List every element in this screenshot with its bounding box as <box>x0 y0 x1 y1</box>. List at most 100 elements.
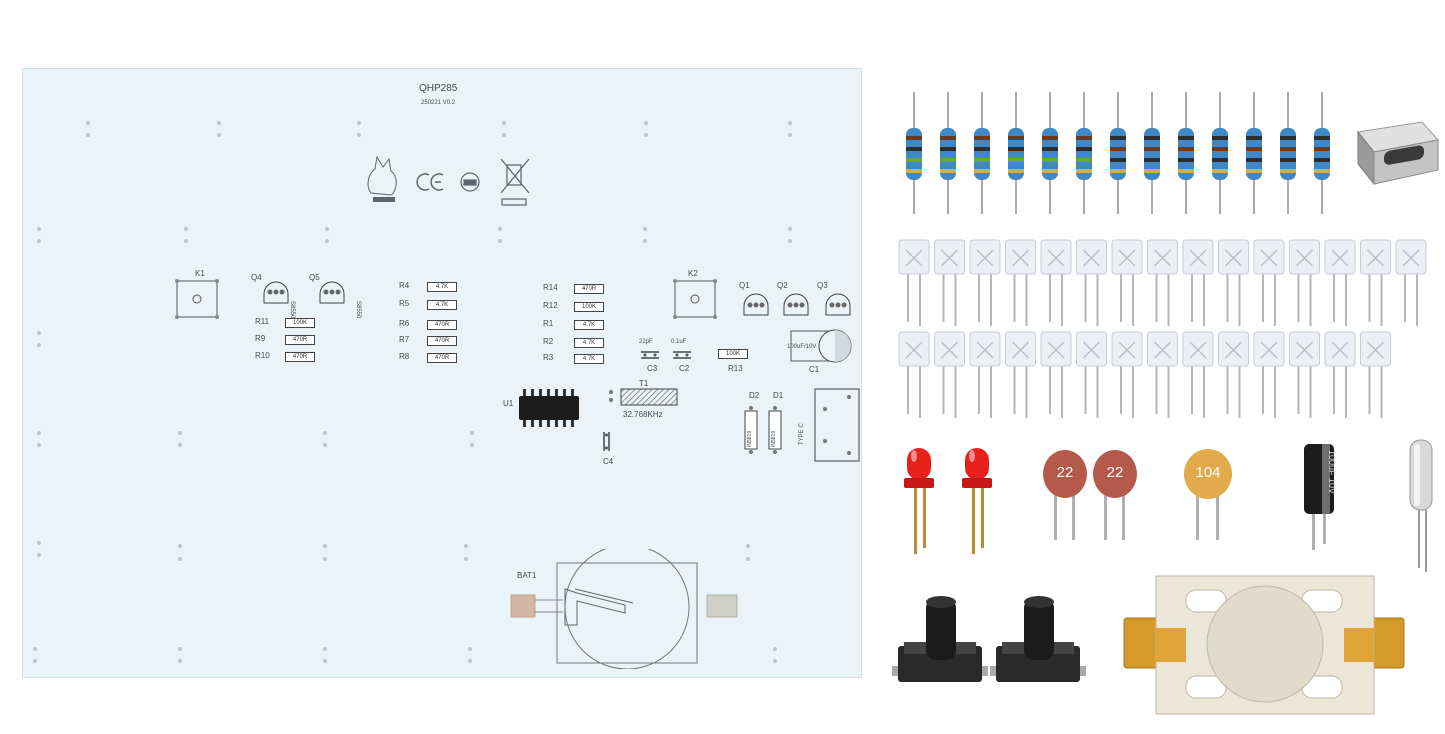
resistor-r10-footprint: 470R <box>285 352 315 362</box>
silk-r11: R11 <box>255 317 270 326</box>
resistor <box>1178 92 1194 214</box>
weee-bin-icon <box>500 158 530 206</box>
electrolytic-capacitor: 100uF 10V <box>1300 442 1338 552</box>
resistor-r8-footprint: 470R <box>427 353 457 363</box>
capacitor-c1-footprint <box>790 329 852 363</box>
silk-r14: R14 <box>543 283 558 292</box>
resistor-r9-footprint: 470R <box>285 335 315 345</box>
clear-led <box>1324 331 1356 418</box>
clear-led <box>1005 239 1036 326</box>
clear-led <box>1040 239 1072 326</box>
clear-led <box>1360 331 1391 418</box>
ceramic-cap-22-a: 22 <box>1042 448 1088 542</box>
silk-r6: R6 <box>399 319 410 328</box>
silk-r7: R7 <box>399 335 410 344</box>
silk-q1: Q1 <box>739 281 750 290</box>
silk-r13: R13 <box>728 364 743 373</box>
resistor-r11-footprint: 100K <box>285 318 315 328</box>
clear-led-rows <box>898 239 1427 418</box>
capacitor-c4-footprint <box>603 432 610 451</box>
clear-led <box>898 331 930 418</box>
silk-r2: R2 <box>543 337 554 346</box>
silk-u1: U1 <box>503 399 514 408</box>
silk-k1: K1 <box>195 269 205 278</box>
resistor <box>1008 92 1024 214</box>
pcb-board: QHP285 250221 V0.2 <box>22 68 862 678</box>
silk-c3: C3 <box>647 364 658 373</box>
clear-led <box>969 331 1001 418</box>
silk-q5-type: S8550 <box>355 301 361 319</box>
red-led-2 <box>962 448 992 554</box>
clear-led <box>1182 331 1214 418</box>
clear-led <box>1253 331 1285 418</box>
resistor <box>1212 92 1228 214</box>
capacitor-c2-footprint <box>673 351 691 359</box>
resistor-r2-footprint: 4.7K <box>574 338 604 348</box>
clear-led <box>934 239 965 326</box>
silk-r5: R5 <box>399 299 410 308</box>
electrolytic-label: 100uF 10V <box>1327 450 1337 495</box>
resistors-row <box>906 92 1330 214</box>
ceramic-cap-104: 104 <box>1182 448 1234 542</box>
resistor <box>906 92 922 214</box>
clear-led <box>934 331 965 418</box>
capacitor-c3-footprint <box>641 351 659 359</box>
transistor-q5-footprint <box>319 281 345 304</box>
silk-c4: C4 <box>603 457 614 466</box>
silk-r1: R1 <box>543 319 554 328</box>
crystal-oscillator <box>1409 439 1433 572</box>
resistor <box>1144 92 1160 214</box>
rohs-icon <box>460 172 480 192</box>
clear-led <box>1076 331 1107 418</box>
transistor-q4-footprint <box>263 281 289 304</box>
pcb-version: 250221 V0.2 <box>421 100 456 106</box>
resistor-r6-footprint: 470R <box>427 320 457 330</box>
silk-d1-value: IN5819 <box>771 430 777 447</box>
silk-c2-value: 0.1uF <box>671 339 687 345</box>
resistor-r3-footprint: 4.7K <box>574 354 604 364</box>
silk-q5: Q5 <box>309 273 320 282</box>
resistor-r14-footprint: 470R <box>574 284 604 294</box>
usb-typec-footprint <box>814 388 860 462</box>
resistor <box>940 92 956 214</box>
resistor <box>1280 92 1296 214</box>
silk-c1-value: 100uF/10V <box>787 344 817 350</box>
crystal-t1-footprint <box>609 388 678 406</box>
cap-label-b: 22 <box>1106 464 1124 481</box>
ceramic-cap-22-b: 22 <box>1092 448 1138 542</box>
clear-led <box>1147 331 1178 418</box>
silk-r4: R4 <box>399 281 410 290</box>
ce-mark-icon <box>416 173 444 191</box>
silk-d1: D1 <box>773 391 784 400</box>
silk-q4-type: S8550 <box>289 301 295 319</box>
silk-r10: R10 <box>255 351 270 360</box>
resistor <box>1110 92 1126 214</box>
clear-led <box>1218 331 1249 418</box>
silk-r12: R12 <box>543 301 558 310</box>
resistor-r13-footprint: 100K <box>718 349 748 359</box>
silk-q2: Q2 <box>777 281 788 290</box>
silk-bat1: BAT1 <box>517 571 537 580</box>
silk-t1: T1 <box>639 379 649 388</box>
clear-led <box>1111 239 1143 326</box>
resistor-r7-footprint: 470R <box>427 336 457 346</box>
pcb-mascot-logo <box>367 155 397 202</box>
resistor <box>1246 92 1262 214</box>
certification-logos <box>367 155 530 206</box>
clear-led <box>1076 239 1107 326</box>
silk-c3-value: 22pF <box>639 339 653 345</box>
coin-cell-holder <box>1123 575 1405 715</box>
resistor <box>1042 92 1058 214</box>
switch-k2-footprint <box>673 279 717 319</box>
tactile-switch-1 <box>892 596 988 682</box>
clear-led <box>969 239 1001 326</box>
tactile-switch-2 <box>990 596 1086 682</box>
clear-led <box>1360 239 1391 326</box>
resistor-r1-footprint: 4.7K <box>574 320 604 330</box>
clear-led <box>1005 331 1036 418</box>
silk-c1: C1 <box>809 365 820 374</box>
clear-led <box>1395 239 1427 326</box>
ic-u1-chip <box>519 389 579 427</box>
battery-bat1-footprint <box>510 549 738 669</box>
resistor <box>974 92 990 214</box>
